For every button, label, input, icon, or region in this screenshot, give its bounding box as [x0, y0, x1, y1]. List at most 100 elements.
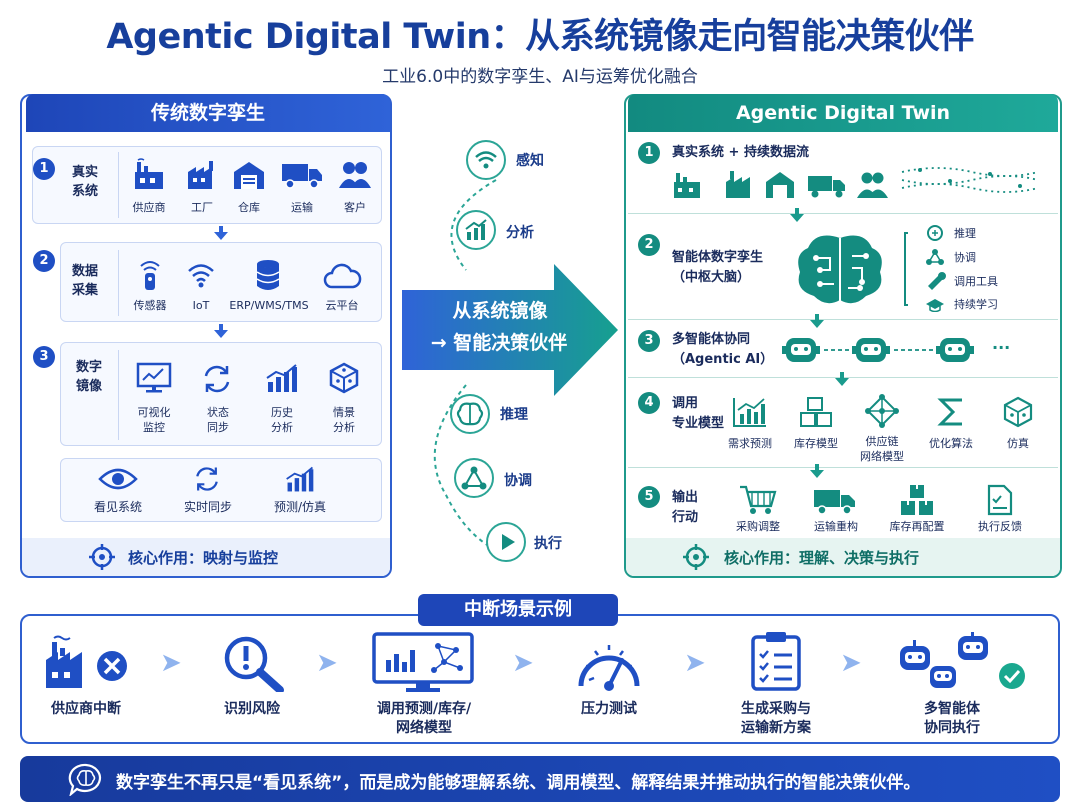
step-number-1: 1 [638, 142, 660, 164]
pressure-gauge-icon [578, 645, 640, 691]
real-system-item: 客户 [344, 201, 366, 214]
data-collection-label: 数据 采集 [72, 264, 99, 298]
flow-arrow-stem [219, 324, 223, 330]
flow-arrow-stem [840, 372, 844, 378]
digital-mirror-box [60, 342, 382, 446]
flow-arrow-down [214, 330, 228, 338]
sensor-icon [140, 261, 160, 290]
step-number-3: 3 [638, 330, 660, 352]
sync-icon [204, 365, 230, 393]
data-source-item: 云平台 [325, 299, 359, 312]
digital-mirror-label: 数字 镜像 [76, 360, 103, 394]
traditional-twin-title: 传统数字孪生 [26, 94, 390, 132]
conclusion-banner [20, 756, 1060, 802]
real-system-item: 仓库 [238, 201, 260, 214]
right-core-text: 核心作用：理解、决策与执行 [724, 549, 920, 567]
database-icon [256, 260, 280, 290]
model-item: 优化算法 [929, 437, 973, 450]
flow-arrow-down [810, 320, 824, 328]
page-title: Agentic Digital Twin：从系统镜像走向智能决策伙伴 [106, 17, 974, 57]
right-row-1 [628, 134, 1058, 214]
scenario-step: 调用预测/库存/ 网络模型 [376, 701, 472, 736]
mirror-function-item: 历史 分析 [271, 406, 293, 434]
risk-search-icon [224, 636, 284, 692]
conclusion-text: 数字孪生不再只是“看见系统”，而是成为能够理解系统、调用模型、解释结果并推动执行… [116, 773, 921, 793]
agent-capability: 协调 [954, 251, 976, 264]
mirror-function-item: 可视化 监控 [137, 406, 171, 434]
step-number-4: 4 [638, 392, 660, 414]
step-number-1: 1 [33, 158, 55, 180]
simulation-cube-icon [1003, 396, 1033, 428]
flow-arrow-down [810, 470, 824, 478]
flow-arrow-stem [795, 208, 799, 214]
scenario-step: 识别风险 [224, 701, 280, 717]
divider [118, 250, 119, 316]
target-icon [89, 544, 115, 570]
cloud-platform-icon [323, 263, 362, 289]
factory-icon [188, 161, 213, 189]
supplier-factory-icon [135, 158, 163, 189]
step-number-5: 5 [638, 486, 660, 508]
flow-step-label: 执行 [534, 536, 562, 552]
flow-step-label: 感知 [516, 153, 544, 169]
brain-icon [798, 235, 882, 304]
history-chart-icon [266, 364, 297, 392]
sigma-optimization-icon [937, 398, 962, 426]
data-source-item: IoT [192, 299, 210, 312]
real-system-item: 运输 [291, 201, 313, 214]
multi-agent-execute-icon [900, 632, 1025, 689]
left-core-text: 核心作用：映射与监控 [128, 549, 279, 567]
flow-step-label: 分析 [506, 225, 534, 241]
demand-forecast-icon [733, 398, 766, 427]
page-subtitle: 工业6.0中的数字孪生、AI与运筹优化融合 [382, 67, 698, 87]
flow-step-label: 协调 [504, 473, 532, 489]
network-model-icon [865, 394, 899, 428]
flow-arrow-stem [815, 314, 819, 320]
mirror-function-item: 状态 同步 [207, 406, 229, 434]
real-system-stream-label: 真实系统 + 持续数据流 [672, 145, 809, 160]
agent-capability: 持续学习 [954, 298, 998, 311]
flow-arrow-stem [815, 464, 819, 470]
process-flow-connector [402, 179, 618, 551]
scenario-title: 中断场景示例 [418, 594, 618, 626]
shopping-cart-icon [740, 485, 777, 514]
flow-arrow-down [835, 378, 849, 386]
agentic-twin-title: Agentic Digital Twin [628, 94, 1058, 132]
output-action-label: 输出 行动 [672, 490, 699, 525]
agent-twin-brain-label: 智能体数字孪生 （中枢大脑） [672, 250, 764, 285]
brain-bubble-icon [68, 763, 102, 796]
divider [118, 350, 119, 440]
feedback-document-icon [987, 484, 1013, 516]
agent-capability: 推理 [954, 227, 976, 240]
step-number-2: 2 [638, 234, 660, 256]
chevron-right-icon: ➤ [512, 648, 534, 678]
supplier-disruption-icon [46, 635, 127, 688]
customers-icon [339, 162, 371, 188]
eye-icon [98, 468, 138, 490]
step-number-2: 2 [33, 250, 55, 272]
execute-play-icon [486, 522, 526, 562]
chevron-right-icon: ➤ [684, 648, 706, 678]
data-source-item: 传感器 [133, 299, 167, 312]
agent-capability: 调用工具 [954, 275, 998, 288]
plan-checklist-icon [751, 632, 801, 691]
monitor-dashboard-icon [136, 362, 172, 393]
multi-agent-label: 多智能体协同 （Agentic AI） [672, 332, 774, 367]
bracket [904, 232, 908, 306]
stacked-boxes-icon [901, 485, 933, 515]
reasoning-icon [450, 394, 490, 434]
model-item: 需求预测 [728, 437, 772, 450]
scenario-step: 多智能体 协同执行 [924, 701, 980, 736]
action-item: 执行反馈 [978, 520, 1022, 533]
scenario-step: 压力测试 [581, 701, 637, 717]
action-item: 采购调整 [736, 520, 780, 533]
flow-arrow-down [790, 214, 804, 222]
capability-box [60, 458, 382, 522]
warehouse-icon [234, 162, 264, 189]
call-models-label: 调用 专业模型 [672, 396, 725, 431]
chevron-right-icon: ➤ [840, 648, 862, 678]
right-row-2 [628, 224, 1058, 320]
model-item: 库存模型 [794, 437, 838, 450]
right-row-4 [628, 378, 1058, 468]
real-system-label: 真实 系统 [72, 165, 99, 199]
